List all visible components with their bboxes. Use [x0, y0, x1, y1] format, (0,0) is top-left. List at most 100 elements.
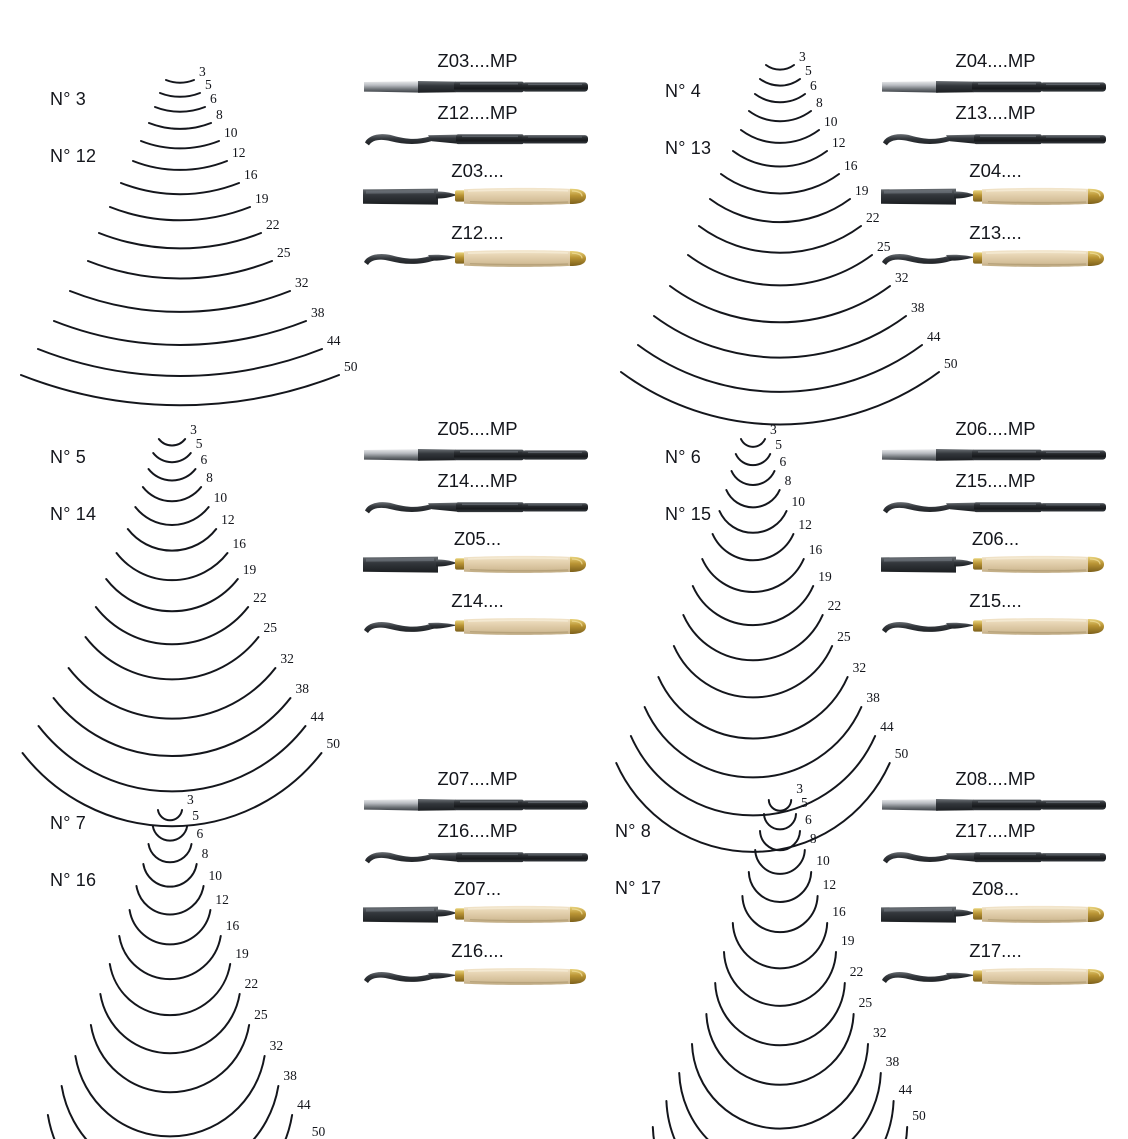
panel-heading-line1: N° 3	[50, 89, 87, 109]
tool-block: Z05...	[360, 528, 595, 580]
sweep-arc	[709, 198, 851, 224]
sweep-size-label: 10	[792, 494, 806, 509]
sweep-size-label: 16	[244, 167, 258, 182]
panel-heading-n6-n15: N° 6 N° 15	[665, 410, 711, 562]
bent-gouge-machine-illustration	[883, 502, 1106, 514]
sweep-size-label: 10	[209, 868, 223, 883]
sweep-arc	[159, 92, 201, 98]
sweep-arc	[723, 951, 837, 1007]
tool-caption: Z08....MP	[955, 768, 1036, 789]
sweep-arc	[108, 963, 232, 1017]
sweep-size-label: 19	[243, 562, 257, 577]
sweep-arc	[682, 614, 824, 662]
sweep-size-label: 32	[280, 651, 294, 666]
sweep-size-label: 25	[277, 245, 291, 260]
sweep-arc	[657, 676, 849, 740]
sweep-arc	[763, 813, 797, 831]
sweep-arc	[147, 843, 193, 864]
straight-chisel-handled-illustration	[363, 555, 586, 573]
sweep-arc	[691, 585, 815, 627]
sweep-size-label: 19	[255, 191, 269, 206]
bent-gouge-machine-illustration	[365, 502, 588, 514]
tool-block: Z16....MP	[360, 820, 595, 872]
sweep-arc	[67, 667, 277, 720]
sweep-size-label: 19	[855, 183, 869, 198]
tool-block: Z07...	[360, 878, 595, 930]
sweep-size-label: 25	[877, 239, 891, 254]
sweep-size-label: 12	[221, 512, 235, 527]
tool-block: Z04....MP	[878, 50, 1113, 102]
sweep-arc	[135, 885, 205, 916]
tool-caption: Z14....	[451, 590, 504, 611]
sweep-arc	[37, 348, 323, 377]
sweep-size-label: 16	[844, 158, 858, 173]
tool-block: Z03....MP	[360, 50, 595, 102]
sweep-size-label: 22	[850, 964, 864, 979]
sweep-size-label: 6	[197, 826, 204, 841]
sweep-size-label: 38	[295, 681, 309, 696]
sweep-arc	[126, 528, 218, 552]
sweep-arc	[748, 110, 812, 123]
sweep-size-label: 12	[232, 145, 246, 160]
sweep-size-label: 5	[196, 436, 203, 451]
straight-chisel-machine-illustration	[364, 81, 588, 93]
sweep-size-label: 38	[283, 1068, 297, 1083]
tool-block: Z17....	[878, 940, 1113, 992]
panel-heading-line2: N° 17	[615, 878, 662, 898]
sweep-arc	[165, 79, 195, 84]
sweep-size-label: 5	[192, 808, 199, 823]
tool-caption: Z13....MP	[955, 102, 1036, 123]
bent-gouge-handled-illustration	[364, 618, 586, 635]
panel-heading-n4-n13: N° 4 N° 13	[665, 44, 711, 196]
tool-block: Z06....MP	[878, 418, 1113, 470]
sweep-arc	[714, 982, 846, 1047]
sweep-size-label: 32	[270, 1038, 284, 1053]
sweep-arc	[132, 160, 228, 171]
tool-block: Z14....	[360, 590, 595, 642]
sweep-arc	[115, 552, 229, 582]
tool-block: Z06...	[878, 528, 1113, 580]
tool-block: Z14....MP	[360, 470, 595, 522]
sweep-size-label: 6	[780, 454, 787, 469]
sweep-arc	[109, 206, 251, 222]
tool-block: Z17....MP	[878, 820, 1113, 872]
sweep-size-label: 22	[245, 976, 259, 991]
sweep-arc-group	[21, 438, 323, 828]
sweep-arc	[740, 129, 820, 144]
sweep-arc	[128, 909, 212, 946]
panel-heading-line2: N° 13	[665, 138, 712, 158]
bent-gouge-machine-illustration	[883, 852, 1106, 864]
sweep-size-label: 5	[205, 77, 212, 92]
sweep-size-label: 19	[841, 933, 855, 948]
sweep-size-label: 32	[895, 270, 909, 285]
sweep-arc	[691, 1043, 869, 1130]
tool-caption: Z08...	[971, 878, 1020, 899]
tool-block: Z13....	[878, 222, 1113, 274]
sweep-size-label: 6	[201, 452, 208, 467]
tool-block: Z07....MP	[360, 768, 595, 820]
sweep-arc	[60, 1085, 280, 1139]
panel-heading-line2: N° 12	[50, 146, 97, 166]
tool-caption: Z12....MP	[437, 102, 518, 123]
sweep-size-label: 22	[266, 217, 280, 232]
tool-caption: Z03....MP	[437, 50, 518, 71]
sweep-arc	[739, 438, 767, 448]
sweep-arc	[720, 173, 840, 195]
sweep-arc	[741, 895, 819, 934]
sweep-size-label: 3	[187, 792, 194, 807]
sweep-size-label: 44	[880, 719, 894, 734]
bent-gouge-machine-illustration	[365, 134, 588, 146]
straight-chisel-handled-illustration	[881, 555, 1104, 573]
sweep-arc-group	[20, 79, 340, 407]
sweep-size-label: 8	[216, 107, 223, 122]
sweep-arc	[105, 578, 239, 613]
